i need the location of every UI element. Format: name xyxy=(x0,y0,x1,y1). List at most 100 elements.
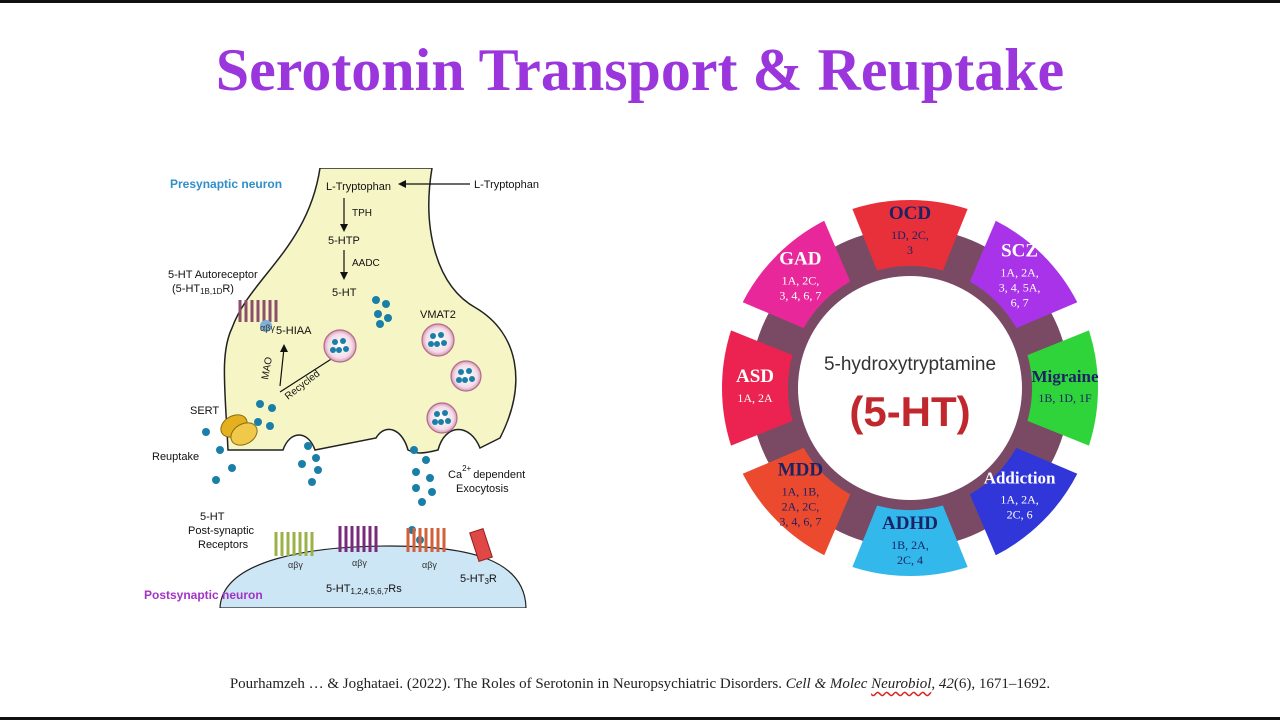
segment-label: Migraine xyxy=(1031,367,1098,386)
segment-label: ADHD xyxy=(882,513,938,534)
tryptophan-arrowhead xyxy=(398,180,406,188)
segment-label: ASD xyxy=(736,366,774,387)
reuptake-label: Reuptake xyxy=(152,451,199,463)
segment-label: Addiction xyxy=(984,469,1056,488)
segment-label: GAD xyxy=(779,248,821,269)
ht3-receptor-label: 5-HT3R xyxy=(460,573,497,586)
mao-label: MAO xyxy=(260,356,275,381)
htp-label: 5-HTP xyxy=(328,235,360,247)
autoreceptor-label: 5-HT Autoreceptor xyxy=(168,269,258,281)
segment-receptors: 1B, 2A, xyxy=(891,538,929,552)
citation-authors: Pourhamzeh … & Joghataei. (2022). The Ro… xyxy=(229,676,786,692)
citation-journal-abbrev: Neurobiol xyxy=(871,676,932,692)
segment-receptors: 3, 4, 5A, xyxy=(999,280,1041,294)
segment-receptors: 1A, 2C, xyxy=(782,273,820,287)
autoreceptor-gprotein-label: αβγ xyxy=(260,323,275,333)
aadc-arrowhead xyxy=(340,272,348,280)
aadc-label: AADC xyxy=(352,258,380,269)
postsynaptic-receptor-icon xyxy=(274,532,314,556)
segment-receptors: 3, 4, 6, 7 xyxy=(779,515,821,529)
autoreceptor-gprotein-icon xyxy=(260,320,272,332)
segment-gad: GAD 1A, 2C,3, 4, 6, 7 xyxy=(742,220,851,329)
center-acronym: (5-HT) xyxy=(849,388,970,435)
segment-migraine: Migraine 1B, 1D, 1F xyxy=(1027,330,1099,446)
serotonin-molecules xyxy=(202,296,436,544)
postsynaptic-receptor-icon xyxy=(406,528,446,552)
vesicle xyxy=(421,323,455,357)
ht3-receptor-icon xyxy=(469,527,493,563)
sert-transporter-icon xyxy=(220,414,258,446)
segment-receptors: 1B, 1D, 1F xyxy=(1038,391,1092,405)
slide-title: Serotonin Transport & Reuptake xyxy=(215,37,1065,103)
segment-addiction: Addiction 1A, 2A,2C, 6 xyxy=(969,447,1078,556)
segment-asd: ASD 1A, 2A xyxy=(722,330,793,446)
wheel-center xyxy=(798,276,1022,500)
ht-label: 5-HT xyxy=(332,287,357,299)
postsynaptic-gprotein-label: αβγ xyxy=(352,558,367,568)
postsynaptic-receptor-label-3: Receptors xyxy=(198,539,249,551)
segment-shape xyxy=(852,200,968,271)
segment-ocd: OCD 1D, 2C,3 xyxy=(852,200,968,271)
l-tryptophan-outer: L-Tryptophan xyxy=(474,179,539,191)
segment-shape xyxy=(1027,330,1098,446)
segment-receptors: 1A, 2A xyxy=(737,391,773,405)
segment-adhd: ADHD 1B, 2A,2C, 4 xyxy=(852,505,968,576)
l-tryptophan-inner: L-Tryptophan xyxy=(326,181,391,193)
hiaa-label: 5-HIAA xyxy=(276,325,312,337)
segment-scz: SCZ 1A, 2A,3, 4, 5A,6, 7 xyxy=(969,220,1078,329)
segment-receptors: 2C, 6 xyxy=(1007,508,1033,522)
citation-sep: , xyxy=(931,676,939,692)
tph-arrowhead xyxy=(340,224,348,232)
segment-shape xyxy=(969,220,1078,329)
tph-label: TPH xyxy=(352,208,372,219)
segment-shape xyxy=(722,330,793,446)
segment-label: MDD xyxy=(778,460,823,481)
calcium-label: Ca2+dependent xyxy=(448,464,525,481)
postsynaptic-receptor-label-1: 5-HT xyxy=(200,511,225,523)
citation: Pourhamzeh … & Joghataei. (2022). The Ro… xyxy=(0,676,1280,693)
segment-receptors: 6, 7 xyxy=(1011,295,1029,309)
segment-receptors: 1A, 2A, xyxy=(1000,265,1038,279)
segment-receptors: 3, 4, 6, 7 xyxy=(779,288,821,302)
segment-shape xyxy=(852,505,968,576)
segment-label: OCD xyxy=(889,203,931,224)
postsynaptic-receptors-subtypes: 5-HT1,2,4,5,6,7Rs xyxy=(326,583,402,596)
center-title: 5-hydroxytryptamine xyxy=(824,354,996,375)
segment-receptors: 2A, 2C, xyxy=(782,500,820,514)
segment-receptors: 3 xyxy=(907,243,913,257)
postsynaptic-receptor-icon xyxy=(338,526,378,552)
vmat2-label: VMAT2 xyxy=(420,309,456,321)
recycled-arrow xyxy=(279,355,337,393)
segment-receptors: 1A, 1B, xyxy=(782,485,820,499)
presynaptic-label: Presynaptic neuron xyxy=(170,177,282,191)
postsynaptic-membrane xyxy=(219,545,527,608)
synapse-diagram: Presynaptic neuron Postsynaptic neuron L… xyxy=(144,168,539,608)
segment-receptors: 1D, 2C, xyxy=(891,228,929,242)
vesicle xyxy=(426,402,458,434)
exocytosis-label: Exocytosis xyxy=(456,483,509,495)
postsynaptic-label: Postsynaptic neuron xyxy=(144,588,263,602)
segment-shape xyxy=(742,447,851,556)
mao-arrowhead xyxy=(280,344,288,352)
postsynaptic-gprotein-label: αβγ xyxy=(288,560,303,570)
autoreceptor-icon xyxy=(238,300,278,322)
segment-receptors: 2C, 4 xyxy=(897,553,923,567)
segment-label: SCZ xyxy=(1001,240,1038,261)
mao-arrow xyxy=(279,347,285,387)
citation-volume: 42 xyxy=(938,676,954,692)
presynaptic-terminal xyxy=(223,168,517,454)
vesicle xyxy=(323,329,357,363)
citation-journal: Cell & Molec xyxy=(785,676,872,692)
segment-shape xyxy=(969,447,1078,556)
segment-mdd: MDD 1A, 1B,2A, 2C,3, 4, 6, 7 xyxy=(742,447,851,556)
postsynaptic-receptor-label-2: Post-synaptic xyxy=(188,525,255,537)
vesicle xyxy=(450,360,482,392)
autoreceptor-subtype: (5-HT1B,1DR) xyxy=(172,283,234,296)
segment-shape xyxy=(742,220,851,329)
postsynaptic-gprotein-label: αβγ xyxy=(422,560,437,570)
citation-pages: (6), 1671–1692. xyxy=(953,676,1051,692)
sert-label: SERT xyxy=(190,405,219,417)
segment-receptors: 1A, 2A, xyxy=(1000,493,1038,507)
